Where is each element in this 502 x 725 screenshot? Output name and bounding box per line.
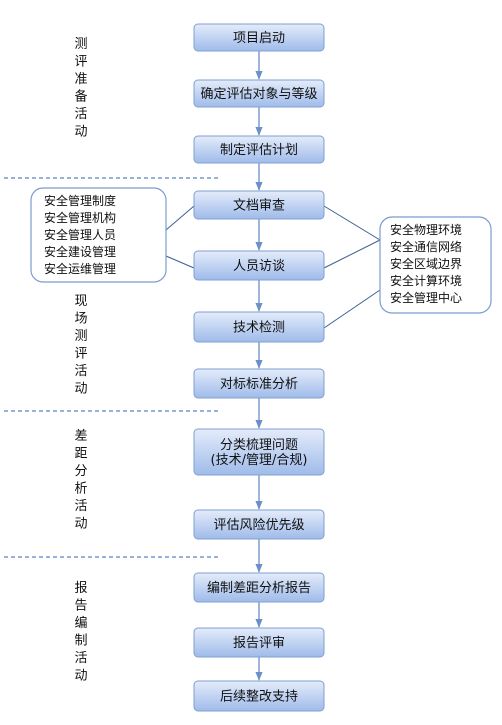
flow-step: 对标标准分析	[193, 368, 325, 399]
phase-label-char: 动	[74, 125, 87, 140]
flow-step-label: 后续整改支持	[220, 690, 298, 705]
aspect-connector	[165, 255, 195, 269]
flow-step-label: 分类梳理问题	[220, 438, 298, 453]
technical-aspects-list: 安全物理环境 安全通信网络 安全区域边界 安全计算环境 安全管理中心	[390, 222, 462, 305]
phase-label-char: 动	[74, 669, 87, 684]
flow-step: 制定评估计划	[193, 135, 325, 164]
phase-label-char: 评	[74, 347, 87, 362]
phase-label-char: 活	[74, 364, 87, 379]
flow-step-label: 报告评审	[233, 636, 285, 651]
phase-label-char: 动	[74, 517, 87, 532]
flow-step-label: 制定评估计划	[220, 143, 298, 158]
phase-label-char: 距	[74, 447, 87, 462]
phase-label-char: 准	[74, 72, 87, 87]
phase-label-char: 分	[74, 464, 87, 479]
flow-step: 编制差距分析报告	[193, 572, 325, 603]
phase-label-char: 活	[74, 651, 87, 666]
flow-step-label: 评估风险优先级	[213, 518, 304, 533]
management-aspects-box	[30, 187, 167, 283]
aspect-item: 安全运维管理	[44, 261, 116, 276]
aspect-item: 安全管理机构	[44, 210, 116, 225]
phase-label-char: 测	[74, 329, 87, 344]
aspect-item: 安全通信网络	[390, 239, 462, 254]
phase-label-char: 场	[74, 312, 87, 327]
technical-aspects-box	[379, 216, 492, 314]
aspect-connector	[323, 239, 381, 269]
phase-label-char: 现	[74, 294, 87, 309]
flow-step: 分类梳理问题(技术/管理/合规)	[193, 428, 325, 476]
flow-step-box	[193, 627, 325, 658]
flow-step-box	[193, 135, 325, 164]
flow-step-label: 项目启动	[233, 31, 285, 46]
phase-label-char: 活	[74, 499, 87, 514]
flow-step-box	[193, 680, 325, 712]
phase-label-char: 报	[74, 581, 87, 596]
aspect-connector	[323, 205, 381, 241]
flow-step-box	[193, 509, 325, 540]
flow-step-box	[193, 23, 325, 52]
flow-step: 人员访谈	[193, 250, 325, 281]
flow-step: 确定评估对象与等级	[193, 79, 325, 108]
phase-label-char: 制	[74, 634, 87, 649]
aspect-connector	[323, 289, 381, 329]
flow-step-label: 文档审查	[233, 199, 285, 214]
aspect-links	[165, 205, 381, 329]
flow-step: 后续整改支持	[193, 680, 325, 712]
phase-label-char: 差	[74, 429, 87, 444]
flow-step-box	[193, 428, 325, 476]
flow-step: 报告评审	[193, 627, 325, 658]
aspect-item: 安全建设管理	[44, 244, 116, 259]
flow-steps: 项目启动确定评估对象与等级制定评估计划文档审查人员访谈技术检测对标标准分析分类梳…	[193, 23, 325, 712]
management-aspects-list: 安全管理制度 安全管理机构 安全管理人员 安全建设管理 安全运维管理	[44, 193, 116, 276]
flow-step-label: 技术检测	[233, 321, 285, 336]
flow-step: 项目启动	[193, 23, 325, 52]
flow-step-box	[193, 190, 325, 220]
flow-step: 文档审查	[193, 190, 325, 220]
flow-step-label: 编制差距分析报告	[207, 581, 311, 596]
phase-label-char: 编	[74, 616, 87, 631]
phase-label-char: 备	[74, 89, 87, 105]
phase-label-char: 析	[74, 482, 87, 497]
aspect-item: 安全区域边界	[390, 256, 462, 271]
flow-step-box	[193, 250, 325, 281]
aspect-item: 安全管理中心	[390, 290, 462, 305]
flow-step: 技术检测	[193, 311, 325, 343]
phase-label-char: 评	[74, 55, 87, 70]
phase-label-char: 告	[74, 599, 87, 614]
flow-step-label: 确定评估对象与等级	[200, 86, 317, 102]
flow-step-label: (技术/管理/合规)	[211, 453, 308, 468]
aspect-item: 安全计算环境	[390, 273, 462, 288]
aspect-item: 安全管理制度	[44, 193, 116, 208]
flow-step-label: 对标标准分析	[220, 377, 298, 392]
aspect-item: 安全物理环境	[390, 222, 462, 237]
flow-step-box	[193, 572, 325, 603]
flow-step-label: 人员访谈	[233, 259, 285, 274]
phase-label-char: 动	[74, 382, 87, 397]
aspect-connector	[165, 205, 195, 231]
phase-label-char: 测	[74, 37, 87, 52]
flow-step-box	[193, 311, 325, 343]
phase-label-char: 活	[74, 107, 87, 122]
flow-step-box	[193, 79, 325, 108]
flow-step: 评估风险优先级	[193, 509, 325, 540]
aspect-item: 安全管理人员	[44, 227, 116, 242]
flow-step-box	[193, 368, 325, 399]
